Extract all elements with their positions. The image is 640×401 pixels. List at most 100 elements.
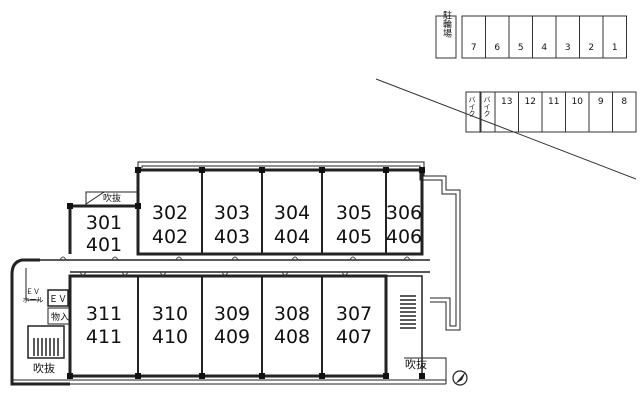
unit-label-lower: 408 (274, 326, 310, 348)
bike-slot-number: 8 (621, 97, 627, 107)
door-swing (341, 271, 349, 276)
unit-label-upper: 309 (214, 303, 250, 325)
bike-slot (612, 91, 637, 133)
void-bottom-right-label: 吹抜 (405, 357, 427, 371)
bike-label-1: バイク (468, 96, 476, 117)
door-swing (159, 271, 167, 276)
column-post (135, 373, 141, 379)
unit-label-lower: 402 (152, 226, 188, 248)
void-top-diagonal (85, 191, 105, 205)
unit-label-upper: 310 (152, 303, 188, 325)
bicycle-slot-number: 4 (541, 43, 547, 53)
void-bottom-left-label: 吹抜 (33, 361, 55, 375)
bicycle-slot-number: 6 (494, 43, 500, 53)
door-swing (291, 256, 299, 261)
door-swing (231, 256, 239, 261)
bike-slots: 13 12 11 10 9 8 (465, 91, 637, 133)
wall-posts (67, 167, 425, 379)
bicycle-parking-label: 駐輪場 (441, 9, 452, 38)
unit-walls (137, 170, 387, 376)
door-swing (221, 271, 229, 276)
column-post (67, 373, 73, 379)
unit-label-lower: 407 (336, 326, 372, 348)
door-swing (403, 256, 411, 261)
column-post (319, 373, 325, 379)
column-post (199, 167, 205, 173)
bike-label-2: バイク (483, 96, 491, 117)
ev-hall-label-2: ホール (23, 296, 44, 304)
void-top-label: 吹抜 (103, 192, 121, 204)
door-swing (59, 256, 67, 261)
unit-label-upper: 308 (274, 303, 310, 325)
column-post (135, 167, 141, 173)
unit-label-lower: 403 (214, 226, 250, 248)
ev-box (47, 289, 69, 307)
bicycle-slot-number: 5 (518, 43, 524, 53)
bicycle-slot-number: 1 (612, 43, 618, 53)
column-post (135, 203, 141, 209)
bicycle-slot-number: 2 (588, 43, 594, 53)
column-post (259, 167, 265, 173)
parking-boundary-line (375, 78, 637, 180)
right-stair-wall (386, 275, 423, 376)
right-stairs (400, 295, 416, 329)
unit-label-lower: 405 (336, 226, 372, 248)
door-swing (121, 271, 129, 276)
unit-301-label: 301 (86, 212, 122, 234)
column-post (383, 167, 389, 173)
void-top-outline (85, 191, 138, 206)
unit-label-lower: 411 (86, 326, 122, 348)
door-swing (281, 271, 289, 276)
bike-slot-number: 11 (548, 97, 559, 107)
unit-label-upper: 311 (86, 303, 122, 325)
unit-label-upper: 305 (336, 202, 372, 224)
bicycle-slot (602, 15, 627, 59)
unit-label-lower: 409 (214, 326, 250, 348)
door-marks (59, 256, 411, 276)
bike-slot-number: 13 (501, 97, 512, 107)
left-stairs-box (27, 325, 65, 359)
column-post (419, 167, 425, 173)
unit-label-upper: 304 (274, 202, 310, 224)
void-bottom-right-outline (404, 357, 447, 384)
north-arrow-icon (452, 370, 468, 386)
balcony-outline-top (137, 161, 461, 331)
ev-hall-label-1: ＥＶ (26, 288, 40, 296)
ev-label: ＥＶ (49, 295, 67, 305)
left-core-wall (10, 258, 70, 386)
balcony-inner-top (141, 165, 457, 327)
top-units-block (136, 168, 424, 256)
bicycle-slots: 7 6 5 4 3 2 1 (461, 15, 627, 59)
unit-label-upper: 303 (214, 202, 250, 224)
door-swing (175, 256, 183, 261)
bike-parking: 13 12 11 10 9 8 バイク バイク (465, 91, 637, 133)
column-post (319, 167, 325, 173)
column-post (259, 373, 265, 379)
bicycle-slot-number: 7 (471, 43, 477, 53)
bicycle-slot-number: 3 (565, 43, 571, 53)
column-post (419, 373, 425, 379)
unit-label-upper: 302 (152, 202, 188, 224)
column-post (199, 373, 205, 379)
door-swing (111, 256, 119, 261)
unit-label-lower: 410 (152, 326, 188, 348)
storage-label: 物入 (51, 311, 69, 323)
column-post (383, 373, 389, 379)
unit-label-upper: 306 (386, 202, 422, 224)
left-stairs (33, 338, 59, 356)
bike-slot-number: 9 (598, 97, 604, 107)
unit-label-upper: 307 (336, 303, 372, 325)
bicycle-parking-label-box (435, 15, 457, 59)
building (10, 161, 461, 386)
bike-slot-number: 12 (525, 97, 536, 107)
bike-slot-number: 10 (572, 97, 584, 107)
door-swing (79, 271, 87, 276)
unit-label-lower: 406 (386, 226, 422, 248)
unit-label-lower: 404 (274, 226, 310, 248)
bike-slot-box (465, 91, 481, 133)
bicycle-parking: 駐輪場 7 6 5 4 3 2 1 (435, 9, 627, 59)
ev-hall-inner (25, 268, 40, 301)
